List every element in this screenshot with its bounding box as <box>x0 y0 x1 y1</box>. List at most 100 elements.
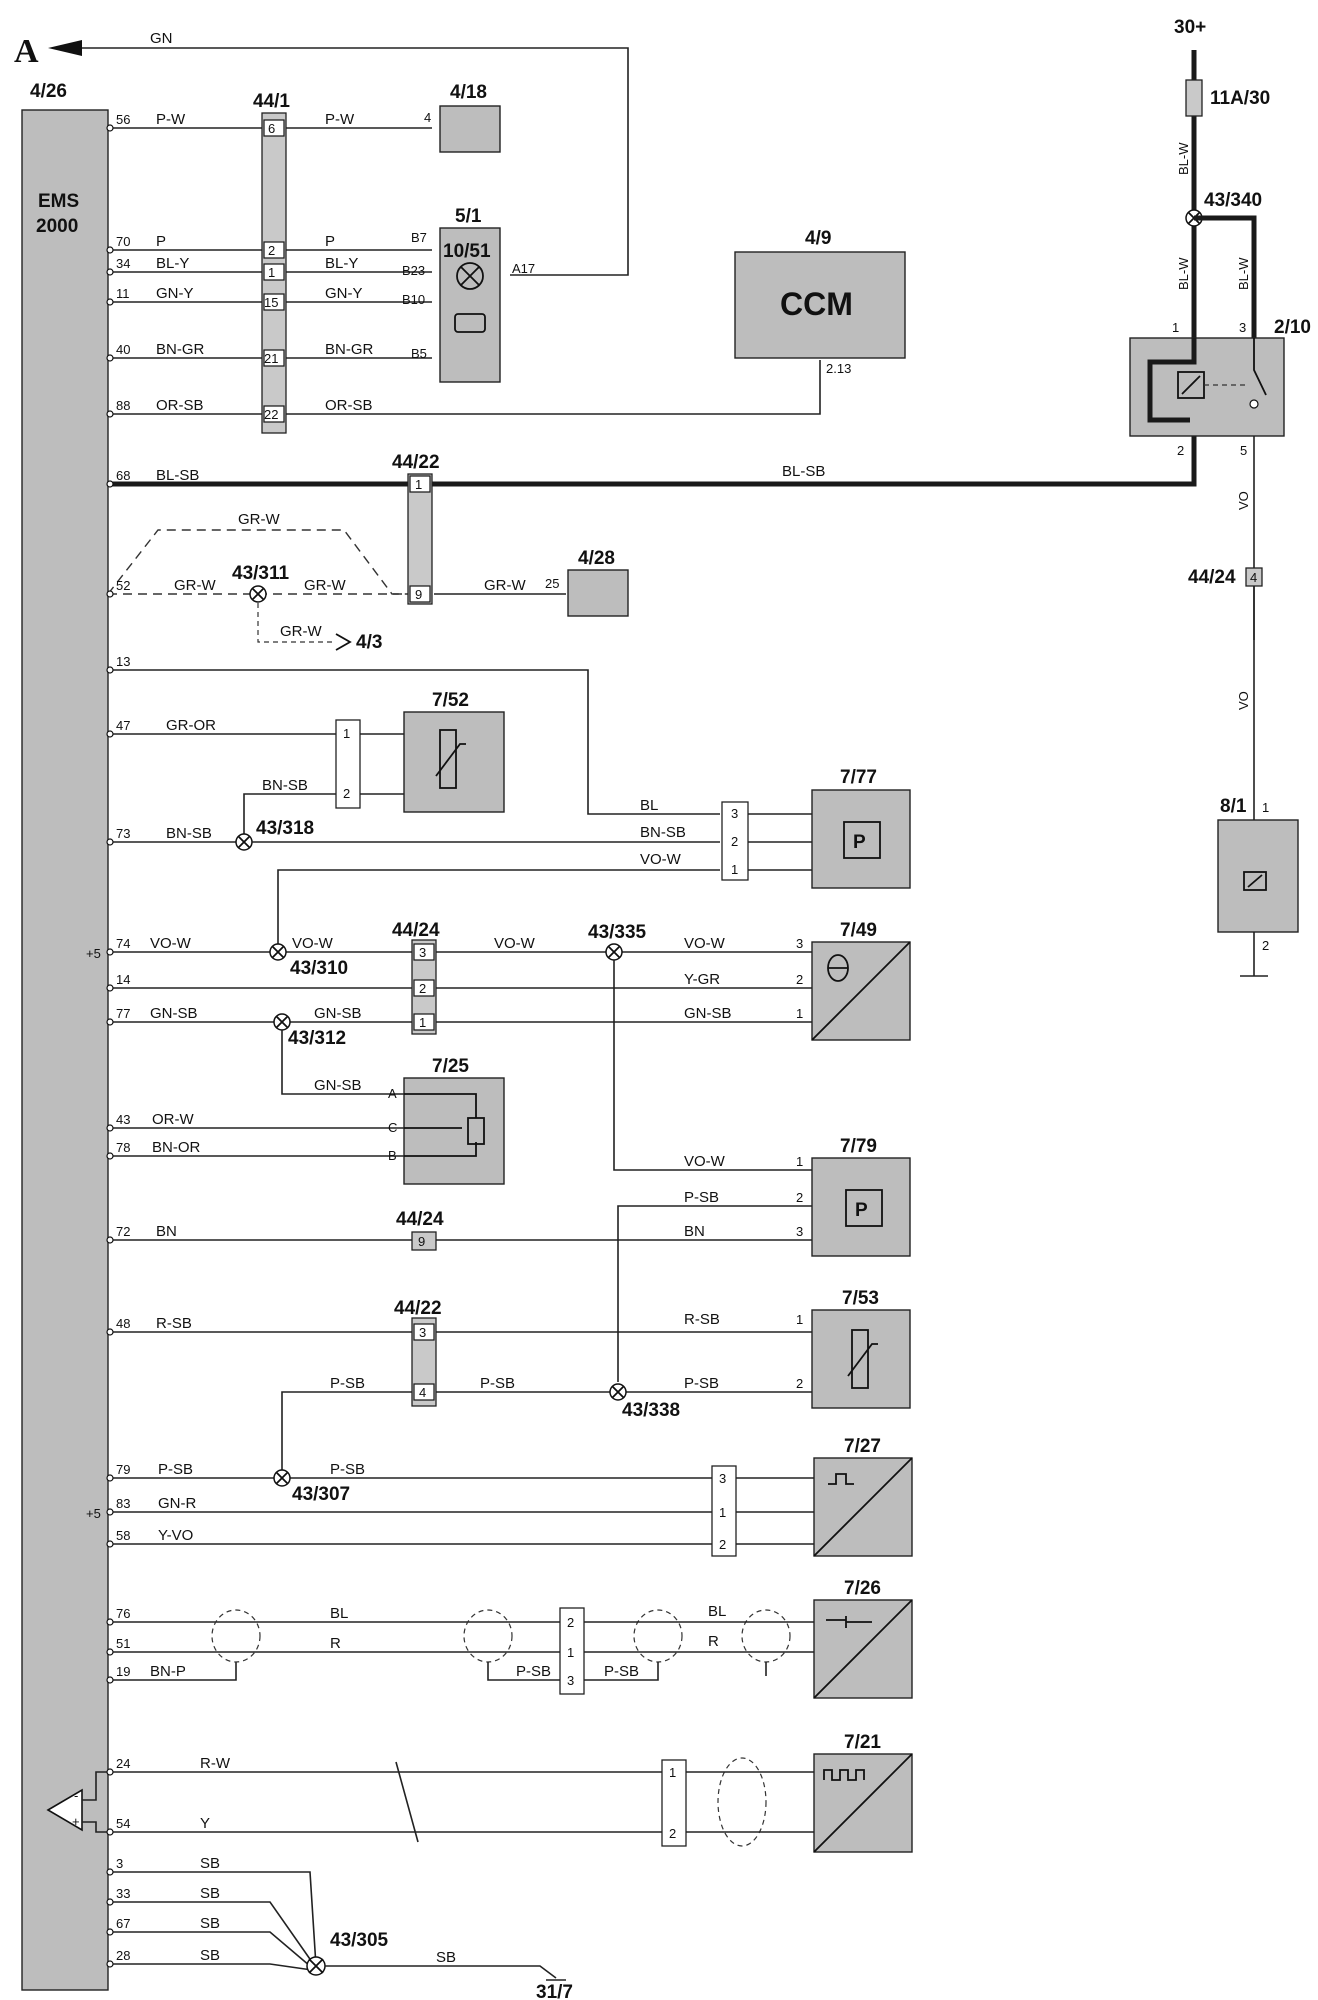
wire-color-label: GN-SB <box>150 1005 198 1022</box>
connector-44-22-upper: 44/22 1 9 <box>392 452 440 605</box>
pin-label: 2 <box>796 1190 803 1205</box>
ems-pin-number: 52 <box>116 578 130 593</box>
ems-pin-number: 3 <box>116 1856 123 1871</box>
pin-label: 1 <box>1172 320 1179 335</box>
thermistor-icon <box>439 729 457 789</box>
wire-color-label: SB <box>200 1947 220 1964</box>
ems-pin-terminal <box>106 480 114 488</box>
supply-label: +5 <box>86 946 101 961</box>
pin-label: 1 <box>796 1312 803 1327</box>
pin-label: 3 <box>419 945 426 960</box>
warning-lamp-icon <box>456 262 484 290</box>
ems-pin-number: 43 <box>116 1112 130 1127</box>
wire-color-label: BN-SB <box>640 824 686 841</box>
ems-pin-terminal <box>106 1768 114 1776</box>
ems-pin-number: 48 <box>116 1316 130 1331</box>
wire-color-label: GR-OR <box>166 717 216 734</box>
component-label: 7/79 <box>840 1136 877 1157</box>
ems-pin-number: 83 <box>116 1496 130 1511</box>
wire-color-label: VO-W <box>150 935 192 952</box>
ems-pin-terminal <box>106 410 114 418</box>
power-supply-section: 30+ 11A/30 BL-W 43/340 BL-W BL-W 2/10 1 … <box>1129 17 1311 977</box>
wire-color-label: GN-SB <box>314 1077 362 1094</box>
splice-43-318: BN-SB BN-SB 43/318 <box>108 777 336 851</box>
ems-pin-number: 73 <box>116 826 130 841</box>
wire-color-label: VO <box>1236 691 1251 710</box>
component-7-21: R-W Y 1 2 7/21 <box>108 1732 913 1853</box>
wire-color-label: GN <box>150 30 173 47</box>
ems-pin-terminal <box>106 124 114 132</box>
pin-label: 15 <box>264 295 278 310</box>
pin-label: 2 <box>268 243 275 258</box>
potentiometer-icon <box>404 1093 477 1157</box>
wire-color-label: GR-W <box>238 511 280 528</box>
component-4-18: 4/18 4 <box>424 82 501 153</box>
gr-w-section: GR-W GR-W GR-W 43/311 GR-W 4/3 GR-W <box>107 511 566 653</box>
ems-pin-terminal <box>106 246 114 254</box>
wire-color-label: BN-GR <box>325 341 374 358</box>
wire-color-label: GR-W <box>280 623 322 640</box>
pin-label: 1 <box>796 1006 803 1021</box>
component-label: 8/1 <box>1220 796 1247 817</box>
pin-label: 1 <box>567 1645 574 1660</box>
ems-pin-number: 51 <box>116 1636 130 1651</box>
component-label: 7/53 <box>842 1288 879 1309</box>
component-7-26: BL R BN-P P-SB P-SB 2 1 3 BL R 7/26 <box>108 1578 913 1699</box>
wire-color-label: BN <box>156 1223 177 1240</box>
pulse-signal-icon <box>828 1473 854 1485</box>
wire-color-label: BL <box>330 1605 348 1622</box>
ems-pin-number: 56 <box>116 112 130 127</box>
ems-pin-number: 13 <box>116 654 130 669</box>
wire-color-label: SB <box>200 1915 220 1932</box>
pin-label: + <box>72 1814 80 1829</box>
ems-pin-number: 33 <box>116 1886 130 1901</box>
ems-pin-number: 68 <box>116 468 130 483</box>
ems-pin-terminal <box>106 590 114 598</box>
ems-pin-terminal <box>106 1898 114 1906</box>
wire-bl-sb <box>108 50 1197 487</box>
supply-label: +5 <box>86 1506 101 1521</box>
wire-a <box>82 47 629 276</box>
connector-label: 44/1 <box>253 91 290 112</box>
wire-color-label: BL-W <box>1236 257 1251 290</box>
pin-label: A <box>388 1086 397 1101</box>
wire-color-label: GR-W <box>304 577 346 594</box>
wire-color-label: VO-W <box>292 935 334 952</box>
component-7-27: P-SB P-SB 43/307 +5 GN-R Y-VO 3 1 2 7/27 <box>86 1436 913 1557</box>
fuse-label: 11A/30 <box>1210 88 1270 109</box>
ems-pin-terminal <box>106 948 114 956</box>
component-label: 7/52 <box>432 690 469 711</box>
wire-color-label: R-W <box>200 1755 231 1772</box>
component-label: 2/10 <box>1274 317 1311 338</box>
pin-label: 2 <box>567 1615 574 1630</box>
wire-color-label: VO-W <box>640 851 682 868</box>
ems-pin-number: 76 <box>116 1606 130 1621</box>
ems-pin-terminal <box>106 298 114 306</box>
supply-label: 30+ <box>1174 17 1206 38</box>
ground-section: SB SB SB SB 43/305 SB 31/7 <box>108 1855 573 2000</box>
splice-label: 43/311 <box>232 563 289 584</box>
pin-label: 2 <box>419 981 426 996</box>
ems-pin-number: 19 <box>116 1664 130 1679</box>
splice-label: 43/338 <box>622 1400 680 1421</box>
wire-color-label: R-SB <box>156 1315 192 1332</box>
ems-name-label: EMS <box>38 191 79 212</box>
ems-pin-number: 47 <box>116 718 130 733</box>
wire-color-label: OR-SB <box>156 397 204 414</box>
component-label: 7/26 <box>844 1578 881 1599</box>
ems-pin-terminal <box>106 1018 114 1026</box>
wire-color-label: Y-VO <box>158 1527 193 1544</box>
wire-color-label: SB <box>200 1885 220 1902</box>
wire-color-label: R <box>708 1633 719 1650</box>
wire-color-label: BL-SB <box>156 467 199 484</box>
pin-label: 3 <box>796 936 803 951</box>
component-7-49: 7/49 3 2 1 <box>796 920 911 1041</box>
wire-color-label: BL-W <box>1176 257 1191 290</box>
wire-color-label: P-SB <box>684 1189 719 1206</box>
wire-color-label: P-SB <box>158 1461 193 1478</box>
ems-pin-terminal <box>106 1328 114 1336</box>
pressure-symbol-label: P <box>855 1200 868 1221</box>
wire-color-label: SB <box>200 1855 220 1872</box>
ems-pin-terminal <box>106 1474 114 1482</box>
ems-pin-terminal <box>106 666 114 674</box>
